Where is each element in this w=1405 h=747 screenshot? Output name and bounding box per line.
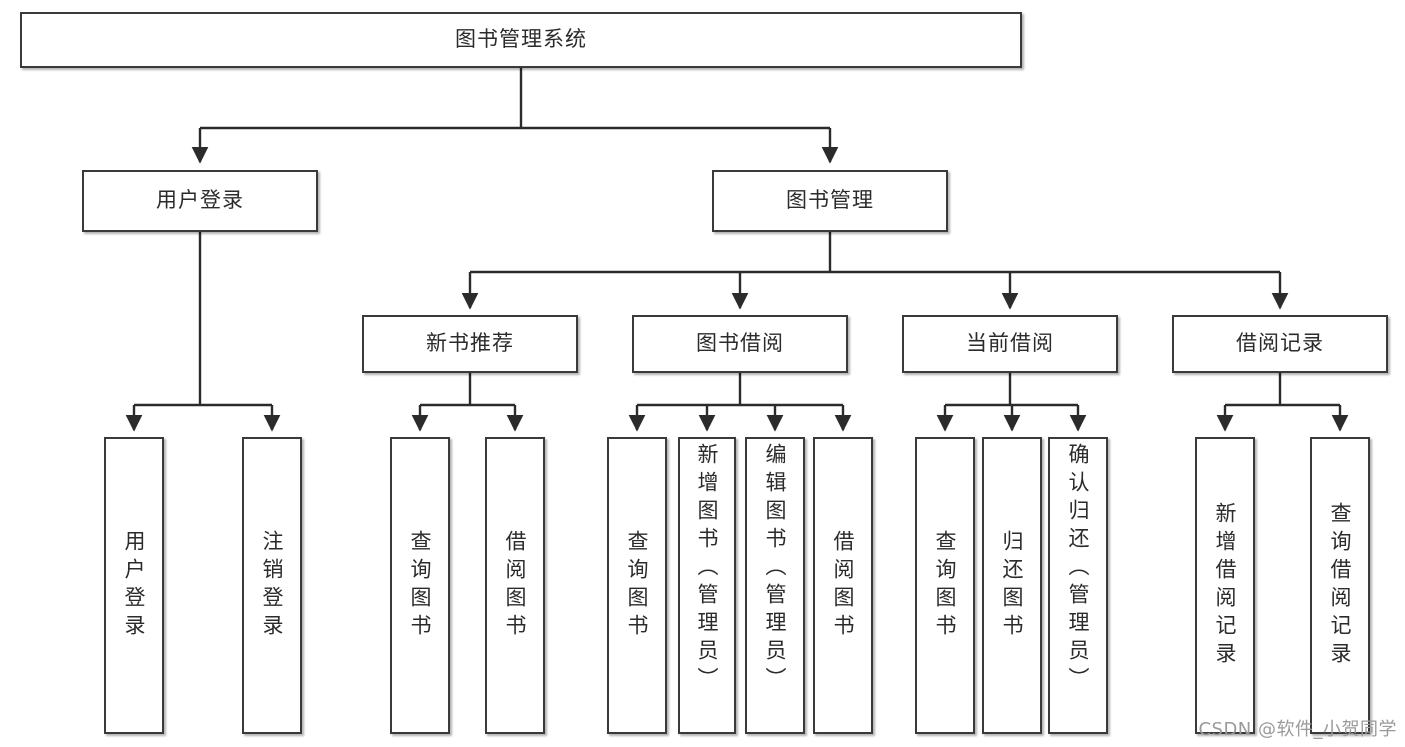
node-leaf-logout[interactable]: 注销登录	[242, 437, 302, 734]
node-leaf-confirm-return[interactable]: 确认归还（管理员）	[1048, 437, 1108, 734]
node-root[interactable]: 图书管理系统	[20, 12, 1022, 68]
csdn-watermark: CSDN @软件_小贺同学	[1198, 719, 1397, 740]
node-leaf-edit-book[interactable]: 编辑图书（管理员）	[745, 437, 805, 734]
node-leaf-add-record[interactable]: 新增借阅记录	[1195, 437, 1255, 734]
node-leaf-add-book[interactable]: 新增图书（管理员）	[678, 437, 736, 734]
node-current-borrow[interactable]: 当前借阅	[902, 315, 1118, 373]
node-book-manage[interactable]: 图书管理	[712, 170, 948, 232]
node-leaf-borrow-book[interactable]: 借阅图书	[813, 437, 873, 734]
node-leaf-return-book[interactable]: 归还图书	[982, 437, 1042, 734]
node-book-borrow[interactable]: 图书借阅	[632, 315, 848, 373]
node-leaf-query-book-cur[interactable]: 查询图书	[915, 437, 975, 734]
node-leaf-query-book-rec[interactable]: 查询图书	[390, 437, 450, 734]
node-new-book-recommend[interactable]: 新书推荐	[362, 315, 578, 373]
node-leaf-borrow-book-rec[interactable]: 借阅图书	[485, 437, 545, 734]
node-leaf-user-login[interactable]: 用户登录	[104, 437, 164, 734]
node-user-login[interactable]: 用户登录	[82, 170, 318, 232]
node-leaf-query-record[interactable]: 查询借阅记录	[1310, 437, 1370, 734]
node-leaf-query-book-borrow[interactable]: 查询图书	[607, 437, 667, 734]
node-borrow-record[interactable]: 借阅记录	[1172, 315, 1388, 373]
